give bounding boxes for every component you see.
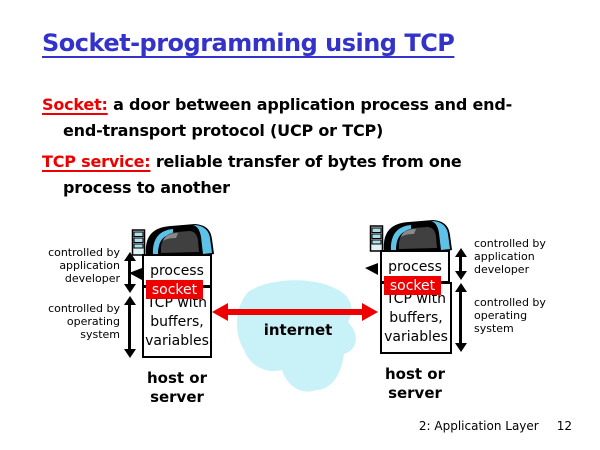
right-process-pointer-icon xyxy=(365,263,378,275)
page-number: 12 xyxy=(556,419,572,433)
body-line-3-text: reliable transfer of bytes from one xyxy=(150,152,462,171)
internet-arrow-icon xyxy=(212,303,378,321)
tcp-service-term: TCP service: xyxy=(42,152,151,171)
left-computer-icon xyxy=(131,224,214,256)
socket-term: Socket: xyxy=(42,95,108,114)
body-line-3: TCP service: reliable transfer of bytes … xyxy=(42,149,512,175)
right-computer-icon xyxy=(369,220,452,252)
left-socket-chip: socket xyxy=(146,280,203,299)
body-line-1-text: a door between application process and e… xyxy=(107,95,513,114)
slide-title: Socket-programming using TCP xyxy=(42,29,455,57)
right-label-operating-system: controlled by operating system xyxy=(474,296,546,335)
left-process-pointer-icon xyxy=(129,268,142,280)
body-line-2: end-transport protocol (UCP or TCP) xyxy=(63,121,384,140)
internet-label: internet xyxy=(263,321,333,339)
right-os-scope-arrow-icon xyxy=(454,283,467,352)
right-socket-chip: socket xyxy=(384,276,441,295)
left-os-scope-arrow-icon xyxy=(123,296,136,358)
internet-cloud-icon xyxy=(236,280,356,392)
left-host-caption: host or server xyxy=(146,369,207,406)
body-line-1: Socket: a door between application proce… xyxy=(42,92,512,118)
right-host-caption: host or server xyxy=(384,365,445,402)
left-label-operating-system: controlled by operating system xyxy=(48,302,120,341)
left-label-app-developer: controlled by application developer xyxy=(48,246,120,285)
footer-section-label: 2: Application Layer xyxy=(418,419,539,433)
slide-body: Socket: a door between application proce… xyxy=(42,92,512,201)
right-app-scope-arrow-icon xyxy=(454,248,467,280)
body-line-4: process to another xyxy=(63,178,230,197)
slide-footer: 2: Application Layer 12 xyxy=(419,419,572,433)
right-label-app-developer: controlled by application developer xyxy=(474,237,546,276)
